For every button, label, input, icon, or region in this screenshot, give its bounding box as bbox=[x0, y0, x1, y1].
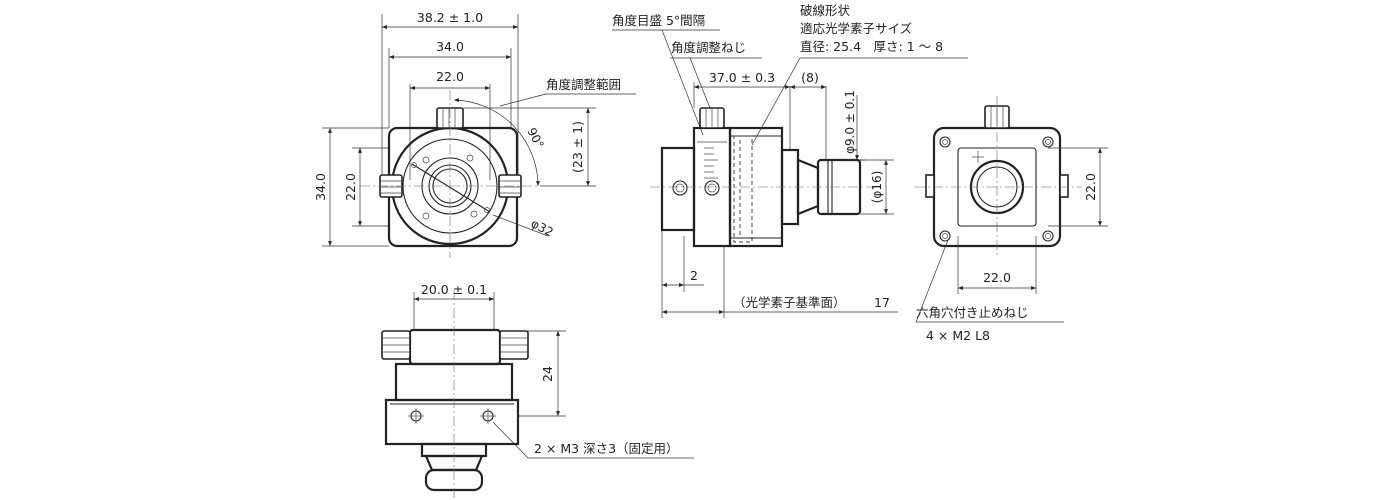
front-width-outer: 38.2 ± 1.0 bbox=[417, 10, 483, 25]
front-height-inner: 22.0 bbox=[343, 173, 358, 201]
rear-width: 22.0 bbox=[983, 270, 1011, 285]
mount-label: 2 × M3 深さ3（固定用） bbox=[534, 441, 679, 456]
front-view: 38.2 ± 1.0 34.0 22.0 34.0 22.0 90° 角度調整範… bbox=[313, 10, 636, 258]
angle-screw-label: 角度調整ねじ bbox=[671, 40, 746, 55]
rear-view: 22.0 22.0 六角穴付き止めねじ 4 × M2 L8 bbox=[915, 96, 1108, 343]
front-diameter: φ32 bbox=[529, 216, 556, 239]
rear-height: 22.0 bbox=[1083, 173, 1098, 201]
side-dia-small: φ9.0 ± 0.1 bbox=[843, 90, 857, 154]
broken-line-line2: 適応光学素子サイズ bbox=[800, 21, 912, 36]
side-dia-large: (φ16) bbox=[870, 171, 884, 204]
front-width-inner: 22.0 bbox=[436, 69, 464, 84]
hex-screw-spec: 4 × M2 L8 bbox=[926, 328, 990, 343]
front-height-outer: 34.0 bbox=[313, 173, 328, 201]
angle-scale-label: 角度目盛 5°間隔 bbox=[612, 13, 705, 28]
broken-line-line3: 直径: 25.4 厚さ: 1 ～ 8 bbox=[800, 39, 943, 54]
front-angle: 90° bbox=[524, 125, 546, 150]
side-length: 37.0 ± 0.3 bbox=[709, 70, 775, 85]
broken-line-title: 破線形状 bbox=[800, 3, 851, 18]
front-width-body: 34.0 bbox=[436, 39, 464, 54]
bottom-width: 20.0 ± 0.1 bbox=[421, 282, 487, 297]
hex-screw-label: 六角穴付き止めねじ bbox=[916, 305, 1029, 320]
angle-range-label: 角度調整範囲 bbox=[546, 77, 621, 92]
side-view: 角度目盛 5°間隔 角度調整ねじ 破線形状 適応光学素子サイズ 直径: 25.4… bbox=[612, 3, 968, 318]
side-extension: (8) bbox=[801, 70, 819, 85]
reference-value: 17 bbox=[874, 295, 890, 310]
bottom-height: 24 bbox=[540, 366, 555, 382]
reference-plane-label: （光学素子基準面） bbox=[733, 295, 846, 310]
bottom-view: 20.0 ± 0.1 24 2 × M3 深さ3（固定用） bbox=[381, 282, 694, 498]
side-offset-small: 2 bbox=[690, 268, 698, 283]
front-center-height: (23 ± 1) bbox=[570, 121, 585, 173]
